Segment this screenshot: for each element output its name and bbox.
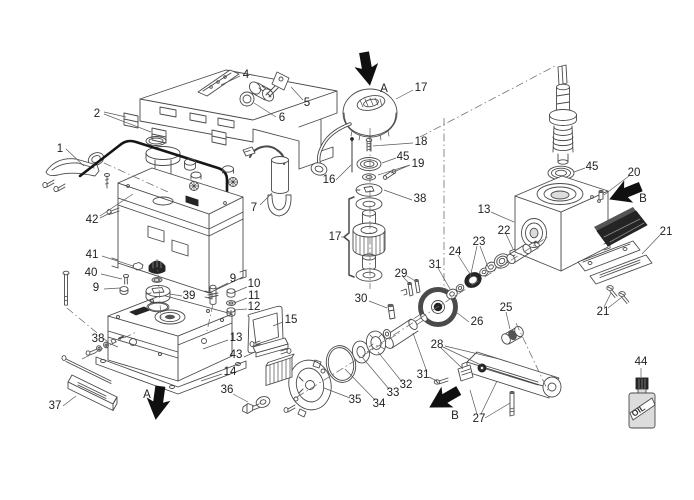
part-label-4: 4 bbox=[243, 69, 250, 81]
cover-plates bbox=[577, 207, 653, 304]
part-label-45a: 45 bbox=[397, 151, 410, 163]
part-label-20: 20 bbox=[628, 167, 641, 179]
key-plate bbox=[197, 69, 240, 97]
part-label-38b: 38 bbox=[414, 193, 427, 205]
gearbox-base bbox=[61, 260, 295, 414]
rotor-stack bbox=[343, 137, 397, 282]
part-label-31b: 31 bbox=[417, 369, 430, 381]
part-label-19: 19 bbox=[412, 158, 425, 170]
leader-lines bbox=[62, 75, 661, 419]
part-label-28: 28 bbox=[431, 339, 444, 351]
part-label-13a: 13 bbox=[230, 332, 243, 344]
view-arrow-a-top-icon bbox=[354, 51, 379, 86]
part-label-27: 27 bbox=[473, 413, 486, 425]
part-label-41: 41 bbox=[86, 249, 99, 261]
part-label-18: 18 bbox=[415, 136, 428, 148]
part-label-43: 43 bbox=[230, 349, 243, 361]
view-label-b-right: B bbox=[639, 193, 647, 205]
part-label-16: 16 bbox=[323, 174, 336, 186]
part-label-39: 39 bbox=[183, 290, 196, 302]
part-label-36: 36 bbox=[221, 384, 234, 396]
lock-cylinder-group bbox=[239, 71, 290, 107]
part-label-34: 34 bbox=[373, 398, 386, 410]
part-label-25: 25 bbox=[500, 302, 513, 314]
part-label-37: 37 bbox=[49, 400, 62, 412]
part-label-42: 42 bbox=[86, 214, 99, 226]
release-lever bbox=[433, 351, 562, 417]
part-label-10: 10 bbox=[248, 278, 261, 290]
part-label-31a: 31 bbox=[429, 259, 442, 271]
part-label-13b: 13 bbox=[478, 204, 491, 216]
gear-housing bbox=[509, 165, 611, 272]
housing-cover bbox=[123, 69, 338, 170]
gear-train bbox=[382, 240, 540, 349]
part-label-45b: 45 bbox=[586, 161, 599, 173]
view-arrow-a-bottom-icon bbox=[146, 385, 171, 420]
part-label-11: 11 bbox=[248, 290, 260, 302]
part-label-9a: 9 bbox=[93, 282, 99, 294]
part-label-17a: 17 bbox=[415, 82, 428, 94]
view-label-a-bottom: A bbox=[143, 389, 151, 401]
part-label-30: 30 bbox=[355, 293, 368, 305]
view-label-b-bottom: B bbox=[451, 410, 459, 422]
view-label-a-top: A bbox=[380, 83, 388, 95]
part-label-35: 35 bbox=[349, 394, 362, 406]
part-label-9b: 9 bbox=[230, 273, 236, 285]
part-label-33: 33 bbox=[387, 387, 400, 399]
part-label-29: 29 bbox=[395, 268, 408, 280]
part-label-2: 2 bbox=[94, 108, 100, 120]
motor-body bbox=[78, 136, 247, 300]
part-label-15: 15 bbox=[285, 314, 298, 326]
part-label-21a: 21 bbox=[660, 226, 673, 238]
part-label-22: 22 bbox=[498, 225, 511, 237]
part-label-24: 24 bbox=[449, 246, 462, 258]
capacitor bbox=[242, 145, 292, 217]
part-label-38a: 38 bbox=[92, 333, 105, 345]
part-label-21b: 21 bbox=[597, 306, 610, 318]
part-label-12: 12 bbox=[248, 301, 261, 313]
diagram-linework bbox=[42, 64, 656, 429]
part-callouts: 1 2 4 5 6 7 42 41 40 9 39 9 10 11 12 15 … bbox=[49, 69, 673, 425]
oil-bottle bbox=[628, 377, 656, 429]
part-label-23: 23 bbox=[473, 236, 486, 248]
part-label-1: 1 bbox=[57, 143, 63, 155]
part-label-26: 26 bbox=[471, 316, 484, 328]
part-label-6: 6 bbox=[279, 112, 285, 124]
part-label-40: 40 bbox=[85, 267, 98, 279]
part-label-14: 14 bbox=[224, 366, 237, 378]
assembly-axes bbox=[66, 64, 558, 398]
worm-shaft bbox=[549, 64, 577, 165]
view-arrows bbox=[146, 51, 643, 420]
view-arrow-b-bottom-icon bbox=[429, 386, 462, 408]
part-label-5: 5 bbox=[304, 97, 310, 109]
part-label-17b: 17 bbox=[329, 231, 342, 243]
part-label-32: 32 bbox=[400, 379, 413, 391]
stator bbox=[310, 88, 398, 176]
part-label-7: 7 bbox=[251, 202, 257, 214]
part-label-44: 44 bbox=[635, 356, 648, 368]
view-arrow-b-right-icon bbox=[609, 180, 643, 203]
view-callouts: A B A B bbox=[143, 83, 647, 422]
